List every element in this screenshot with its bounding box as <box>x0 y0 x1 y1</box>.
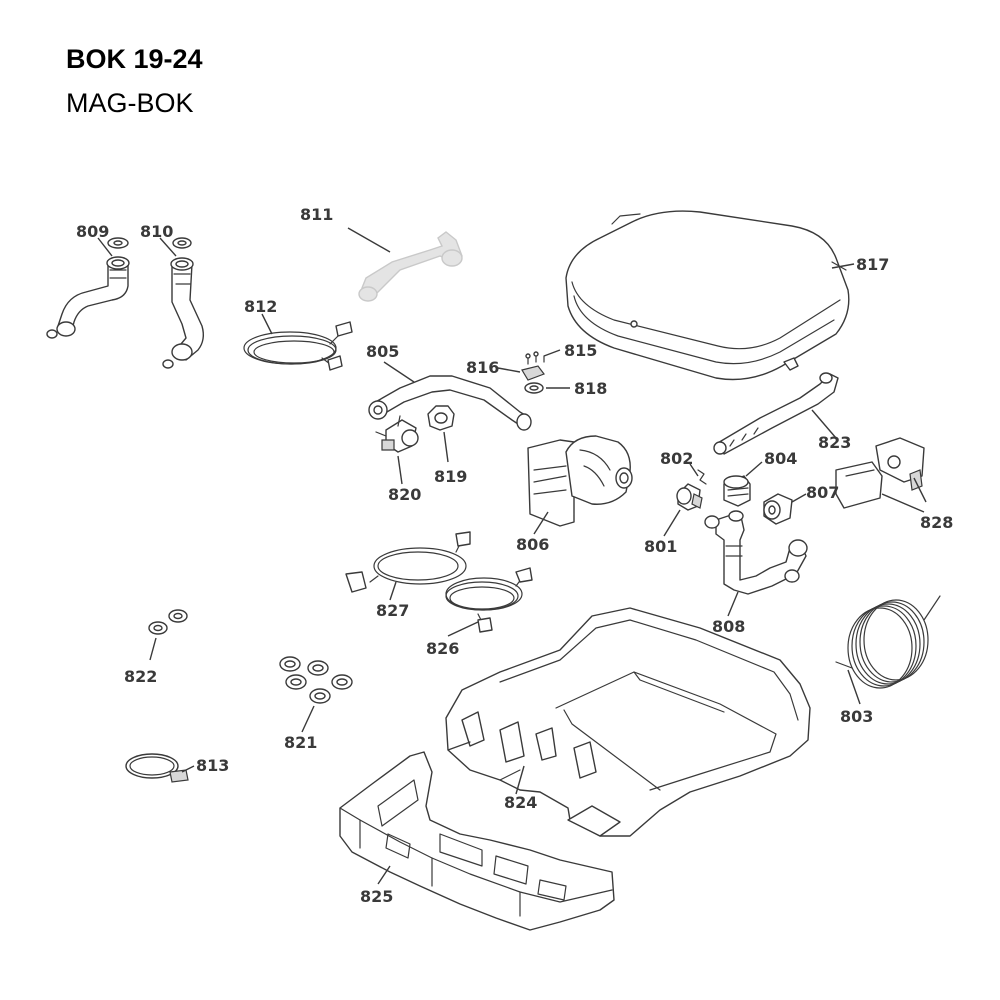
label-805: 805 <box>366 342 399 361</box>
label-822: 822 <box>124 667 157 686</box>
part-807-valve[interactable] <box>763 493 793 525</box>
label-811: 811 <box>300 205 333 224</box>
part-823-hose[interactable] <box>713 372 839 455</box>
page-subtitle: MAG-BOK <box>66 88 194 118</box>
part-817-expansion-vessel[interactable] <box>565 210 850 381</box>
label-826: 826 <box>426 639 459 658</box>
part-805-pipe[interactable] <box>368 375 532 431</box>
part-808-pipe-assembly[interactable] <box>704 510 808 595</box>
label-815: 815 <box>564 341 597 360</box>
part-809-pipe[interactable] <box>46 237 130 339</box>
part-812-cable[interactable] <box>243 321 353 371</box>
part-821-washers[interactable] <box>279 656 353 704</box>
label-820: 820 <box>388 485 421 504</box>
part-822-washers[interactable] <box>148 609 188 635</box>
label-809: 809 <box>76 222 109 241</box>
part-825-front-casing[interactable] <box>339 751 615 931</box>
part-826-cable[interactable] <box>445 567 533 633</box>
part-804-valve[interactable] <box>723 475 751 507</box>
label-806: 806 <box>516 535 549 554</box>
label-818: 818 <box>574 379 607 398</box>
part-labels: 809 810 811 812 805 816 815 818 817 819 … <box>76 205 953 906</box>
part-806-pump[interactable] <box>527 435 633 527</box>
label-810: 810 <box>140 222 173 241</box>
part-816-clip[interactable] <box>521 365 545 381</box>
label-803: 803 <box>840 707 873 726</box>
part-819-nut[interactable] <box>427 405 455 431</box>
part-802-clip[interactable] <box>697 469 707 485</box>
label-817: 817 <box>856 255 889 274</box>
part-815-screws[interactable] <box>525 351 545 365</box>
label-804: 804 <box>764 449 797 468</box>
label-828: 828 <box>920 513 953 532</box>
part-820-valve[interactable] <box>375 415 419 453</box>
part-801-fitting[interactable] <box>676 483 703 511</box>
leader-lines <box>97 227 927 885</box>
label-802: 802 <box>660 449 693 468</box>
part-810-pipe[interactable] <box>162 237 205 369</box>
part-811-pipe[interactable] <box>358 231 463 302</box>
label-812: 812 <box>244 297 277 316</box>
label-821: 821 <box>284 733 317 752</box>
label-813: 813 <box>196 756 229 775</box>
label-816: 816 <box>466 358 499 377</box>
label-801: 801 <box>644 537 677 556</box>
label-807: 807 <box>806 483 839 502</box>
label-824: 824 <box>504 793 537 812</box>
label-808: 808 <box>712 617 745 636</box>
part-828-switch[interactable] <box>835 437 925 509</box>
label-827: 827 <box>376 601 409 620</box>
part-824-casing-base[interactable] <box>445 607 811 837</box>
label-825: 825 <box>360 887 393 906</box>
part-818-washer[interactable] <box>524 382 544 394</box>
label-819: 819 <box>434 467 467 486</box>
part-803-coiled-tube[interactable] <box>835 595 941 689</box>
part-813-hose-clamp[interactable] <box>125 753 189 783</box>
part-827-cable[interactable] <box>345 531 471 593</box>
label-823: 823 <box>818 433 851 452</box>
page-title: BOK 19-24 <box>66 44 203 74</box>
